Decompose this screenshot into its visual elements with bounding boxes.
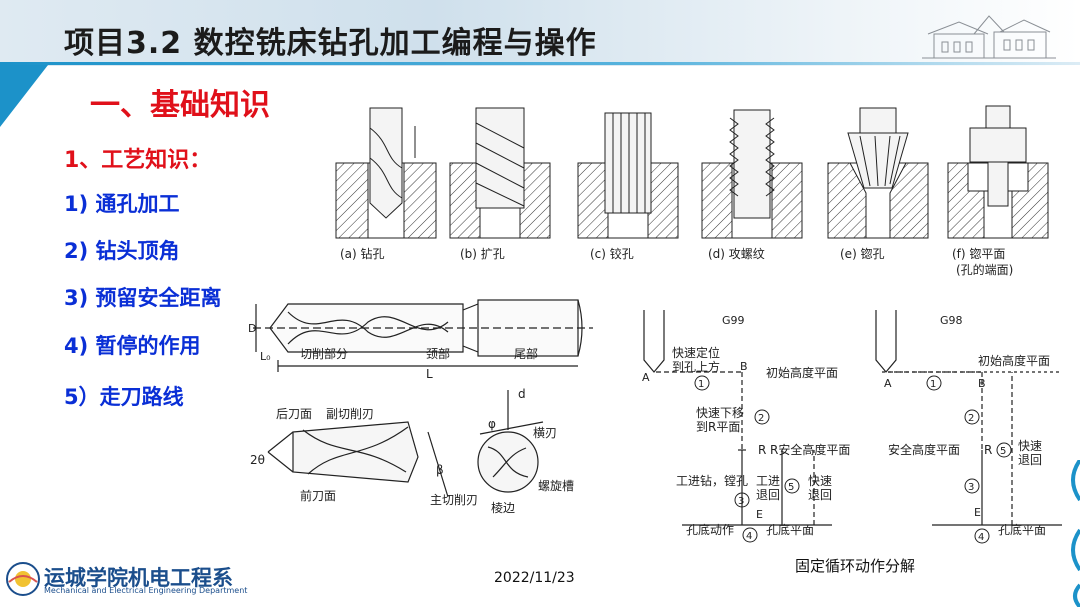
label-g98: G98 (940, 314, 963, 327)
label-L0: L₀ (260, 350, 271, 363)
label-cutting-part: 切削部分 (300, 346, 348, 361)
section-title: 一、基础知识 (90, 88, 270, 123)
step-1-g98: 1 (930, 379, 936, 390)
point-dwell: 4) 暂停的作用 (64, 334, 201, 358)
label-main-edge: 主切削刃 (430, 493, 478, 507)
college-logo-icon (6, 562, 40, 596)
step-1-g99: 1 (698, 379, 704, 390)
label-phi: φ (488, 417, 496, 431)
step-2-g99: 2 (758, 413, 764, 424)
footer-org-cn: 运城学院机电工程系 (44, 565, 233, 590)
label-shank: 尾部 (514, 346, 538, 361)
point-through-hole: 1) 通孔加工 (64, 192, 180, 216)
point-tool-path: 5）走刀路线 (64, 385, 184, 409)
label-bottom-action: 孔底动作 (686, 522, 734, 537)
label-L: L (426, 367, 433, 381)
side-decoration (1071, 460, 1080, 607)
label-chisel-edge: 横刃 (533, 426, 557, 440)
point-R-g99: R (758, 443, 766, 457)
label-d: d (518, 387, 526, 401)
subsection-title: 1、工艺知识： (64, 148, 212, 173)
label-drilling: (a) 钻孔 (340, 246, 385, 261)
point-A-g98: A (884, 377, 892, 390)
point-B-g99: B (740, 360, 748, 373)
step-5-g98: 5 (1000, 446, 1006, 457)
label-land: 棱边 (491, 500, 515, 515)
point-B-g98: B (978, 377, 986, 390)
header-bar (0, 0, 1080, 66)
label-rapid-pos-1: 快速定位 (672, 345, 720, 360)
step-3-g99: 3 (738, 496, 744, 507)
step-4-g98: 4 (978, 532, 984, 543)
point-A-g99: A (642, 371, 650, 384)
label-initial-plane-g98: 初始高度平面 (978, 353, 1050, 368)
label-rapid-pos-2: 到孔上方 (672, 359, 720, 374)
label-g99: G99 (722, 314, 745, 327)
label-rapid-down-2: 到R平面 (696, 420, 740, 434)
label-beta: β (436, 463, 444, 477)
label-work-in: 工进 (756, 474, 780, 488)
label-tapping: (d) 攻螺纹 (708, 247, 765, 261)
process-tapping (701, 109, 803, 239)
label-flute: 螺旋槽 (538, 479, 574, 493)
label-initial-plane: 初始高度平面 (766, 365, 838, 380)
cycle-caption: 固定循环动作分解 (795, 557, 916, 575)
point-safety-distance: 3) 预留安全距离 (64, 286, 222, 310)
label-neck: 颈部 (426, 346, 450, 361)
label-D: D (248, 322, 256, 335)
label-fast-g98-2: 退回 (1018, 453, 1042, 467)
label-fast-1: 快速 (808, 474, 832, 488)
label-hole-end-face: (孔的端面) (956, 262, 1013, 277)
label-safe-plane: 安全高度平面 (888, 442, 960, 457)
process-spot-facing (947, 105, 1049, 239)
label-work-feed: 工进钻，镗孔 (676, 473, 748, 488)
point-drill-angle: 2) 钻头顶角 (64, 239, 180, 263)
step-4-g99: 4 (746, 531, 752, 542)
label-reaming: (c) 铰孔 (590, 246, 634, 261)
label-r-safe-plane: R安全高度平面 (770, 442, 850, 457)
label-spot-facing: (f) 锪平面 (952, 246, 1005, 261)
point-E-g98: E (974, 506, 981, 519)
step-3-g98: 3 (968, 482, 974, 493)
label-rake-face: 前刀面 (300, 488, 336, 503)
point-E-g99: E (756, 508, 763, 521)
point-R-g98: R (984, 443, 992, 457)
label-back-face: 后刀面 (276, 407, 312, 421)
label-rapid-down-1: 快速下移 (696, 406, 744, 420)
step-2-g98: 2 (968, 413, 974, 424)
header-stripe (0, 62, 1080, 65)
process-countersinking (827, 107, 929, 239)
label-minor-edge: 副切削刃 (326, 407, 374, 421)
footer-org-en: Mechanical and Electrical Engineering De… (44, 586, 248, 595)
drill-geometry-figure: D L₀ 切削部分 颈部 尾部 L 后刀面 副切削刃 2θ 前刀面 β 主切削刃… (248, 299, 593, 515)
label-countersinking: (e) 锪孔 (840, 246, 885, 261)
process-enlarging (449, 107, 551, 239)
label-fast-2: 退回 (808, 488, 832, 502)
label-bottom-plane-g98: 孔底平面 (998, 522, 1046, 537)
canned-cycle-figure: 1 2 3 4 5 1 2 3 4 5 G99 G98 快速定位 到孔上方 A … (642, 310, 1062, 544)
campus-building-icon (922, 15, 1056, 59)
label-enlarging: (b) 扩孔 (460, 247, 505, 261)
label-bottom-plane: 孔底平面 (766, 522, 814, 537)
hole-process-figure: (a) 钻孔 (b) 扩孔 (c) 铰孔 (d) 攻螺纹 (e) 锪孔 (f) … (335, 105, 1049, 277)
process-reaming (577, 112, 679, 239)
slide-title: 项目3.2 数控铣床钻孔加工编程与操作 (64, 26, 597, 61)
label-fast-g98-1: 快速 (1018, 439, 1042, 453)
label-retreat: 退回 (756, 488, 780, 502)
step-5-g99: 5 (788, 482, 794, 493)
process-drilling (335, 107, 437, 239)
corner-decoration (0, 65, 48, 127)
label-two-theta: 2θ (250, 453, 265, 467)
slide-date: 2022/11/23 (494, 570, 575, 586)
